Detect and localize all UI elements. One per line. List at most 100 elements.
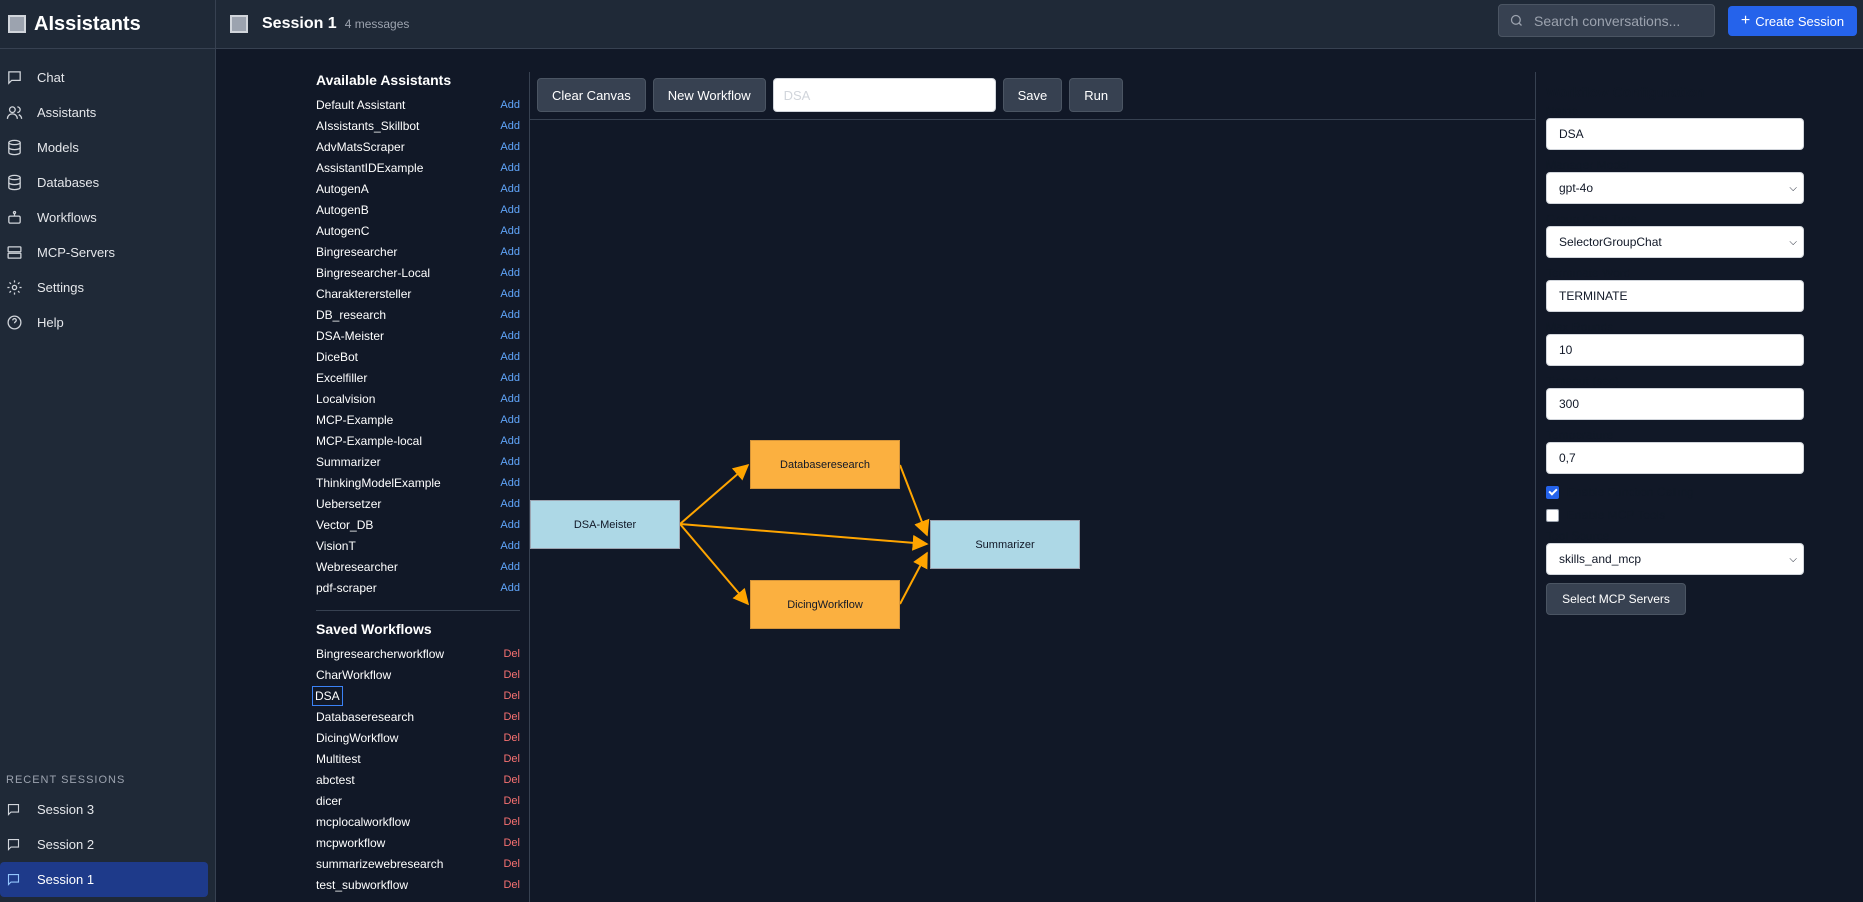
save-button[interactable]: Save (1002, 78, 1063, 112)
add-assistant-button[interactable]: Add (500, 203, 520, 216)
add-assistant-button[interactable]: Add (500, 119, 520, 132)
terminate-word-input[interactable]: TERMINATE (1546, 280, 1804, 312)
add-assistant-button[interactable]: Add (500, 581, 520, 594)
session-item-2[interactable]: Session 2 (0, 827, 207, 862)
saved-workflow-name[interactable]: CharWorkflow (316, 667, 392, 682)
saved-workflow-row[interactable]: summarizewebresearch Del (316, 853, 520, 874)
delete-workflow-button[interactable]: Del (503, 815, 520, 828)
brand[interactable]: AIssistants (0, 0, 215, 49)
new-workflow-button[interactable]: New Workflow (652, 78, 766, 112)
add-assistant-button[interactable]: Add (500, 539, 520, 552)
add-assistant-button[interactable]: Add (500, 224, 520, 237)
temperature-input[interactable]: 0,7 (1546, 442, 1804, 474)
add-assistant-button[interactable]: Add (500, 329, 520, 342)
add-assistant-button[interactable]: Add (500, 182, 520, 195)
timeout-input[interactable]: 300 (1546, 388, 1804, 420)
delete-workflow-button[interactable]: Del (503, 731, 520, 744)
name-input[interactable]: DSA (1546, 118, 1804, 150)
nav-item-models[interactable]: Models (0, 130, 215, 165)
delete-workflow-button[interactable]: Del (503, 668, 520, 681)
run-button[interactable]: Run (1069, 78, 1124, 112)
delete-workflow-button[interactable]: Del (503, 710, 520, 723)
delete-workflow-button[interactable]: Del (503, 836, 520, 849)
add-assistant-button[interactable]: Add (500, 161, 520, 174)
delete-workflow-button[interactable]: Del (503, 794, 520, 807)
select-mcp-servers-button[interactable]: Select MCP Servers (1546, 583, 1686, 615)
tool-source-select[interactable]: skills_and_mcp⌵ (1546, 543, 1804, 575)
manager-model-select[interactable]: gpt-4o⌵ (1546, 172, 1804, 204)
mcp-tools-checkbox[interactable] (1546, 508, 1559, 522)
saved-workflow-name[interactable]: DicingWorkflow (316, 730, 399, 745)
clear-canvas-button[interactable]: Clear Canvas (537, 78, 646, 112)
edge-dsa-to-summarizer[interactable] (679, 523, 929, 551)
nav-item-mcp-servers[interactable]: MCP-Servers (0, 235, 215, 270)
saved-workflow-row[interactable]: Multitest Del (316, 748, 520, 769)
edge-dicingworkflow-to-summarizer[interactable] (899, 551, 928, 605)
mcp-tools-row[interactable]: Enable MCP Tools (1546, 505, 1804, 525)
node-summarizer[interactable]: Summarizer (930, 520, 1080, 569)
function-calling-row[interactable]: Enable Function Calling (1546, 482, 1804, 502)
saved-workflow-row[interactable]: DicingWorkflow Del (316, 727, 520, 748)
delete-workflow-button[interactable]: Del (503, 878, 520, 891)
saved-workflow-name[interactable]: Multitest (316, 751, 361, 766)
edge-dsa-to-databaseresearch[interactable] (679, 463, 750, 525)
add-assistant-button[interactable]: Add (500, 434, 520, 447)
saved-workflow-row[interactable]: test_subworkflow Del (316, 874, 520, 895)
delete-workflow-button[interactable]: Del (503, 647, 520, 660)
add-assistant-button[interactable]: Add (500, 266, 520, 279)
saved-workflow-name[interactable]: dicer (316, 793, 343, 808)
nav-item-assistants[interactable]: Assistants (0, 95, 215, 130)
add-assistant-button[interactable]: Add (500, 518, 520, 531)
session-item-1[interactable]: Session 1 (0, 862, 208, 897)
delete-workflow-button[interactable]: Del (503, 689, 520, 702)
saved-workflow-name[interactable]: test_subworkflow (316, 877, 409, 892)
delete-workflow-button[interactable]: Del (503, 857, 520, 870)
workflow-canvas[interactable]: DSA-Meister Databaseresearch DicingWorkf… (530, 120, 1535, 902)
add-assistant-button[interactable]: Add (500, 476, 520, 489)
add-assistant-button[interactable]: Add (500, 560, 520, 573)
edge-dsa-to-dicingworkflow[interactable] (679, 523, 750, 606)
saved-workflow-row[interactable]: Bingresearcherworkflow Del (316, 643, 520, 664)
max-rounds-input[interactable]: 10 (1546, 334, 1804, 366)
saved-workflow-name[interactable]: Bingresearcherworkflow (316, 646, 445, 661)
saved-workflow-row[interactable]: mcpworkflow Del (316, 832, 520, 853)
create-session-button[interactable]: + Create Session (1728, 6, 1857, 36)
saved-workflow-name[interactable]: summarizewebresearch (316, 856, 444, 871)
delete-workflow-button[interactable]: Del (503, 773, 520, 786)
saved-workflow-row[interactable]: Databaseresearch Del (316, 706, 520, 727)
add-assistant-button[interactable]: Add (500, 350, 520, 363)
saved-workflow-name[interactable]: mcplocalworkflow (316, 814, 411, 829)
session-item-3[interactable]: Session 3 (0, 792, 207, 827)
saved-workflow-name[interactable]: Databaseresearch (316, 709, 415, 724)
add-assistant-button[interactable]: Add (500, 98, 520, 111)
add-assistant-button[interactable]: Add (500, 392, 520, 405)
node-dsa-meister[interactable]: DSA-Meister (530, 500, 680, 549)
group-chat-type-select[interactable]: SelectorGroupChat⌵ (1546, 226, 1804, 258)
add-assistant-button[interactable]: Add (500, 308, 520, 321)
nav-item-help[interactable]: Help (0, 305, 215, 340)
add-assistant-button[interactable]: Add (500, 245, 520, 258)
nav-item-chat[interactable]: Chat (0, 60, 215, 95)
delete-workflow-button[interactable]: Del (503, 752, 520, 765)
add-assistant-button[interactable]: Add (500, 455, 520, 468)
add-assistant-button[interactable]: Add (500, 497, 520, 510)
edge-databaseresearch-to-summarizer[interactable] (899, 464, 930, 537)
node-dicingworkflow[interactable]: DicingWorkflow (750, 580, 900, 629)
saved-workflow-name[interactable]: mcpworkflow (316, 835, 386, 850)
add-assistant-button[interactable]: Add (500, 140, 520, 153)
saved-workflow-row[interactable]: abctest Del (316, 769, 520, 790)
search-box[interactable] (1498, 4, 1715, 37)
saved-workflow-row[interactable]: DSA Del (312, 685, 520, 706)
saved-workflow-name[interactable]: abctest (316, 772, 355, 787)
add-assistant-button[interactable]: Add (500, 413, 520, 426)
nav-item-workflows[interactable]: Workflows (0, 200, 215, 235)
saved-workflow-name[interactable]: DSA (312, 685, 343, 706)
saved-workflow-row[interactable]: mcplocalworkflow Del (316, 811, 520, 832)
nav-item-settings[interactable]: Settings (0, 270, 215, 305)
saved-workflow-row[interactable]: dicer Del (316, 790, 520, 811)
saved-workflow-row[interactable]: CharWorkflow Del (316, 664, 520, 685)
node-databaseresearch[interactable]: Databaseresearch (750, 440, 900, 489)
workflow-name-input[interactable] (772, 78, 996, 112)
add-assistant-button[interactable]: Add (500, 371, 520, 384)
nav-item-databases[interactable]: Databases (0, 165, 215, 200)
